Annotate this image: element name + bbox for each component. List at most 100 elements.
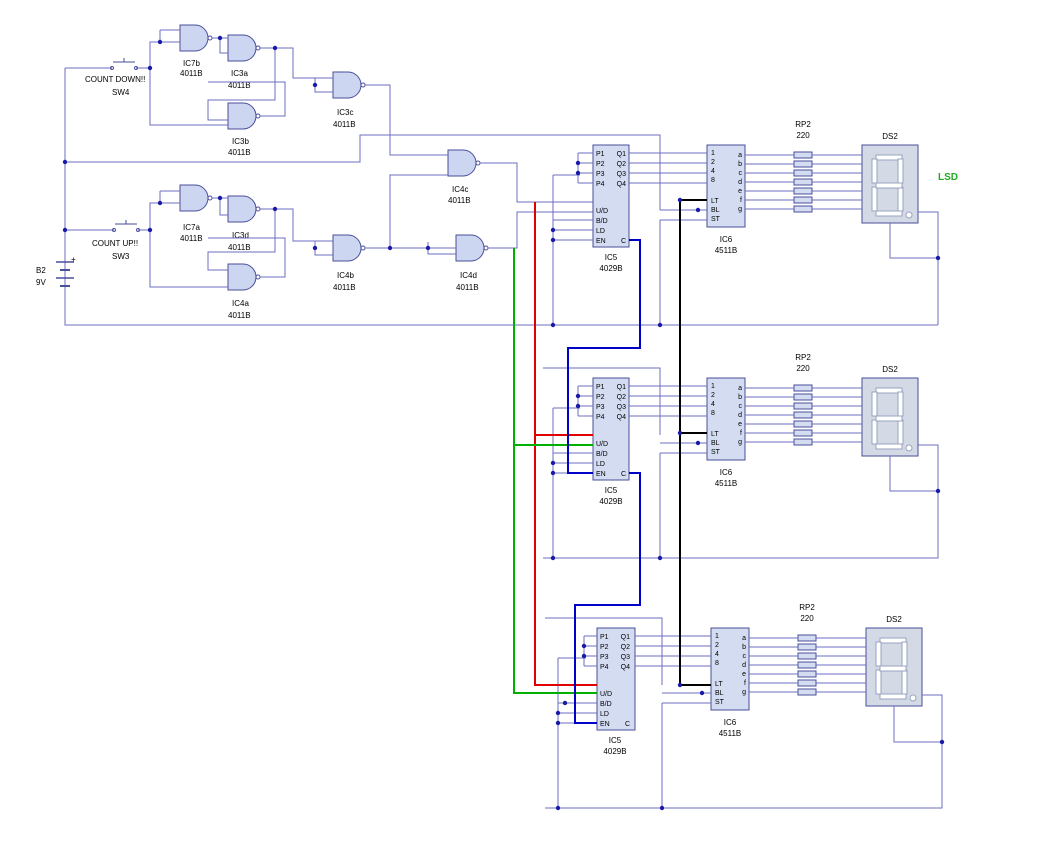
battery-voltage: 9V (36, 278, 46, 287)
resistor-value-1: 220 (796, 131, 810, 140)
counter-name-1: IC5 (605, 253, 618, 262)
decoder-pin-st-1: ST (711, 216, 721, 223)
counter-pin-q1-2: Q1 (617, 384, 626, 391)
decoder-pin-a-1: a (738, 152, 742, 159)
counter-pin-q1-1: Q1 (617, 151, 626, 158)
gate-ic4b-part: 4011B (333, 283, 356, 292)
switch-sw4: COUNT DOWN!! SW4 (85, 58, 150, 97)
lsd-label: LSD (938, 172, 958, 183)
gate-ic7b-name: IC7b (183, 59, 200, 68)
gate-ic3c-name: IC3c (337, 108, 353, 117)
counter-ic5-1 (592, 144, 630, 248)
resistor-name-1: RP2 (795, 120, 811, 129)
decoder-pin-8-1: 8 (711, 177, 715, 184)
decoder-pin-bl-3: BL (715, 690, 724, 697)
switch-sw3-label: SW3 (112, 252, 130, 261)
decoder-pin-b-2: b (738, 394, 742, 401)
seven-segment-1 (871, 154, 913, 219)
gate-ic4a-name: IC4a (232, 299, 249, 308)
gate-network-down: IC7b 4011B IC3a 4011B IC3b 4011B IC3c 40… (149, 24, 595, 205)
decoder-ic6-1 (706, 144, 746, 228)
switch-sw3: COUNT UP!! SW3 (92, 220, 150, 261)
decoder-pin-c-1: c (739, 170, 743, 177)
counter-pin-bd-1: B/D (596, 218, 608, 225)
gate-ic3b-name: IC3b (232, 137, 249, 146)
decoder-part-3: 4511B (719, 729, 742, 738)
switch-sw3-caption: COUNT UP!! (92, 239, 138, 248)
decoder-pin-2-1: 2 (711, 159, 715, 166)
decoder-pin-e-1: e (738, 188, 742, 195)
gate-ic3a-name: IC3a (231, 69, 248, 78)
decoder-pin-4-2: 4 (711, 401, 715, 408)
seven-segment-2 (871, 387, 913, 452)
counter-part-3: 4029B (603, 747, 626, 756)
counter-pin-c-1: C (621, 238, 626, 245)
battery-plus: + (71, 255, 76, 264)
switch-sw4-caption: COUNT DOWN!! (85, 75, 145, 84)
counter-pin-q4-1: Q4 (617, 181, 626, 188)
decoder-part-2: 4511B (715, 479, 738, 488)
decoder-ic6-3 (710, 627, 750, 711)
resistor-value-2: 220 (796, 364, 810, 373)
gate-ic7a-part: 4011B (180, 234, 203, 243)
counter-pin-bd-2: B/D (596, 451, 608, 458)
decoder-pin-f-1: f (740, 197, 742, 204)
gate-ic4a-part: 4011B (228, 311, 251, 320)
resistor-pack-2 (793, 384, 813, 446)
counter-pin-p4-3: P4 (600, 664, 609, 671)
decoder-ic6-2 (706, 377, 746, 461)
battery-b2: B2 9V + (36, 255, 76, 287)
decoder-pin-a-2: a (738, 385, 742, 392)
counter-pin-ud-1: U/D (596, 208, 608, 215)
decoder-pin-d-3: d (742, 662, 746, 669)
battery-label: B2 (36, 266, 46, 275)
counter-pin-bd-3: B/D (600, 701, 612, 708)
decoder-pin-2-3: 2 (715, 642, 719, 649)
gate-ic3d-name: IC3d (232, 231, 249, 240)
counter-pin-p1-3: P1 (600, 634, 609, 641)
gate-ic4c-part: 4011B (448, 196, 471, 205)
decoder-pin-bl-1: BL (711, 207, 720, 214)
decoder-pin-2-2: 2 (711, 392, 715, 399)
decoder-pin-8-2: 8 (711, 410, 715, 417)
counter-pin-p3-3: P3 (600, 654, 609, 661)
switch-sw4-label: SW4 (112, 88, 130, 97)
decoder-pin-e-3: e (742, 671, 746, 678)
decoder-pin-1-3: 1 (715, 633, 719, 640)
decoder-pin-e-2: e (738, 421, 742, 428)
counter-pin-q4-3: Q4 (621, 664, 630, 671)
gate-ic3d-part: 4011B (228, 243, 251, 252)
decoder-pin-lt-1: LT (711, 198, 719, 205)
seven-segment-3 (875, 637, 917, 702)
gate-ic3c-part: 4011B (333, 120, 356, 129)
counter-pin-c-3: C (625, 721, 630, 728)
counter-pin-q2-1: Q2 (617, 161, 626, 168)
counter-pin-p4-2: P4 (596, 414, 605, 421)
resistor-pack-3 (797, 634, 817, 696)
decoder-part-1: 4511B (715, 246, 738, 255)
counter-pin-c-2: C (621, 471, 626, 478)
decoder-pin-4-3: 4 (715, 651, 719, 658)
gate-ic4b-name: IC4b (337, 271, 354, 280)
counter-pin-ld-2: LD (596, 461, 605, 468)
gate-ic7a-name: IC7a (183, 223, 200, 232)
counter-name-2: IC5 (605, 486, 618, 495)
decoder-pin-8-3: 8 (715, 660, 719, 667)
resistor-name-2: RP2 (795, 353, 811, 362)
counter-pin-en-1: EN (596, 238, 606, 245)
decoder-pin-1-2: 1 (711, 383, 715, 390)
counter-pin-en-3: EN (600, 721, 610, 728)
decoder-name-3: IC6 (724, 718, 737, 727)
counter-pin-ld-1: LD (596, 228, 605, 235)
stage-1 (552, 144, 939, 325)
counter-pin-ud-2: U/D (596, 441, 608, 448)
decoder-pin-b-3: b (742, 644, 746, 651)
counter-pin-p3-2: P3 (596, 404, 605, 411)
gate-ic3a-part: 4011B (228, 81, 251, 90)
resistor-name-3: RP2 (799, 603, 815, 612)
decoder-pin-4-1: 4 (711, 168, 715, 175)
counter-pin-q2-2: Q2 (617, 394, 626, 401)
decoder-pin-f-3: f (744, 680, 746, 687)
counter-pin-q3-3: Q3 (621, 654, 630, 661)
